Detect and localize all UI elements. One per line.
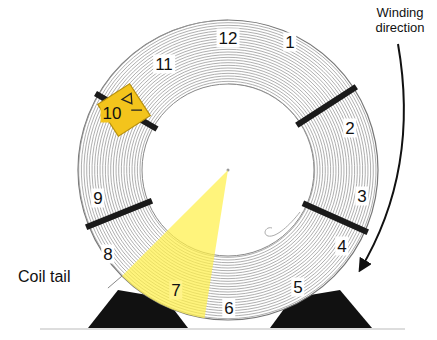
clock-position-number: 3: [355, 187, 368, 206]
clock-position-number: 12: [217, 29, 240, 48]
clock-position-number: 11: [153, 55, 175, 74]
clock-position-number: 10: [101, 104, 124, 123]
winding-arrow: [360, 44, 404, 270]
clock-position-number: 4: [335, 237, 348, 256]
clock-position-number: 8: [101, 245, 114, 264]
ground-line: [40, 329, 405, 330]
highlight-sector: [122, 170, 228, 318]
annotation-label: Winding direction: [370, 6, 430, 36]
sensor-patch: [98, 84, 151, 137]
coil-tail-lead: [108, 276, 122, 288]
clock-position-number: 2: [343, 119, 356, 138]
coil-winding: [79, 20, 376, 319]
clock-position-number: 1: [283, 33, 296, 52]
clock-position-number: 7: [169, 281, 182, 300]
spacer-bar: [303, 203, 368, 232]
clock-position-number: 6: [222, 299, 235, 318]
clock-position-number: 9: [91, 189, 104, 208]
inner-lead: [265, 212, 300, 236]
clock-position-number: 5: [291, 278, 304, 297]
annotation-label: Coil tail: [16, 268, 72, 286]
coil-outer-edge: [78, 20, 378, 320]
